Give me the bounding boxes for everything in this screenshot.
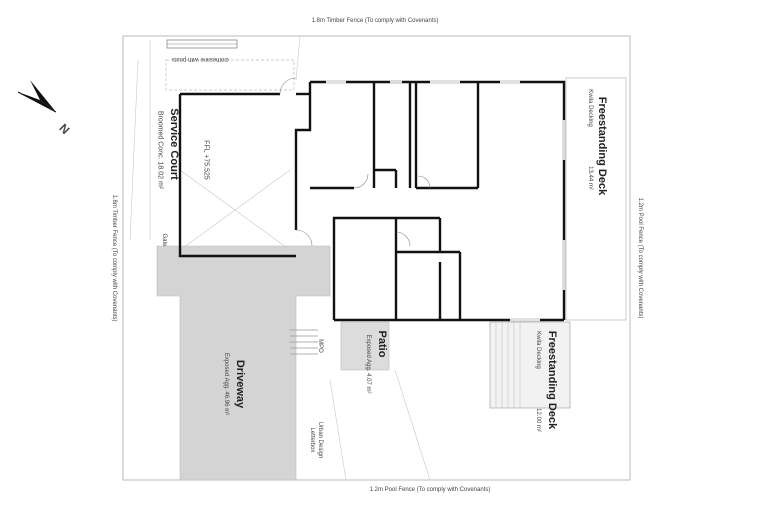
house-walls: [294, 80, 566, 322]
freestanding-deck-bottom-sub2: 12.00 m²: [535, 408, 541, 432]
patio-title: Patio: [376, 330, 388, 358]
service-court-title: Service Court: [168, 108, 180, 180]
letterbox-line2: Letterbox: [309, 427, 315, 453]
fence-right-label: 1.2m Pool Fence (To comply with Covenant…: [637, 197, 643, 319]
north-arrow: [17, 80, 57, 113]
patio-area: [340, 321, 390, 371]
parking-stripes: [290, 329, 318, 355]
site-boundary: [122, 35, 631, 481]
service-court-sub: Broomed Conc. 18.02 m²: [156, 110, 164, 190]
fence-top-label: 1.8m Timber Fence (To comply with Covena…: [311, 18, 439, 24]
freestanding-deck-bottom-sub1: Kwila Decking: [535, 331, 541, 369]
patio-sub: Exposed Agg. 4.07 m²: [365, 334, 371, 394]
freestanding-deck-bottom-title: Freestanding Deck: [546, 330, 558, 430]
driveway-title: Driveway: [234, 359, 246, 409]
freestanding-deck-top-title: Freestanding Deck: [596, 96, 608, 196]
driveway-area: [156, 245, 331, 481]
driveway-sub: Exposed Agg. 46.96 m²: [223, 352, 229, 416]
mpo-label: MPO: [317, 339, 323, 353]
freestanding-deck-top-area: [565, 77, 627, 321]
clothesline-label: clothesline with posts: [172, 56, 229, 62]
fence-bottom-label: 1.2m Pool Fence (To comply with Covenant…: [369, 487, 491, 493]
freestanding-deck-top-sub2: 13.44 m²: [587, 166, 593, 190]
fence-left-label: 1.8m Timber Fence (To comply with Covena…: [111, 194, 117, 322]
service-court-walls: [178, 92, 310, 258]
letterbox-line1: Urban Design: [317, 421, 323, 459]
service-court-area: [165, 59, 295, 91]
ffl-label: FFL +75.525: [202, 140, 210, 180]
freestanding-deck-bottom-area: [489, 321, 571, 409]
freestanding-deck-top-sub1: Kwila Decking: [587, 89, 593, 127]
gate-label: Gate: [161, 233, 167, 247]
